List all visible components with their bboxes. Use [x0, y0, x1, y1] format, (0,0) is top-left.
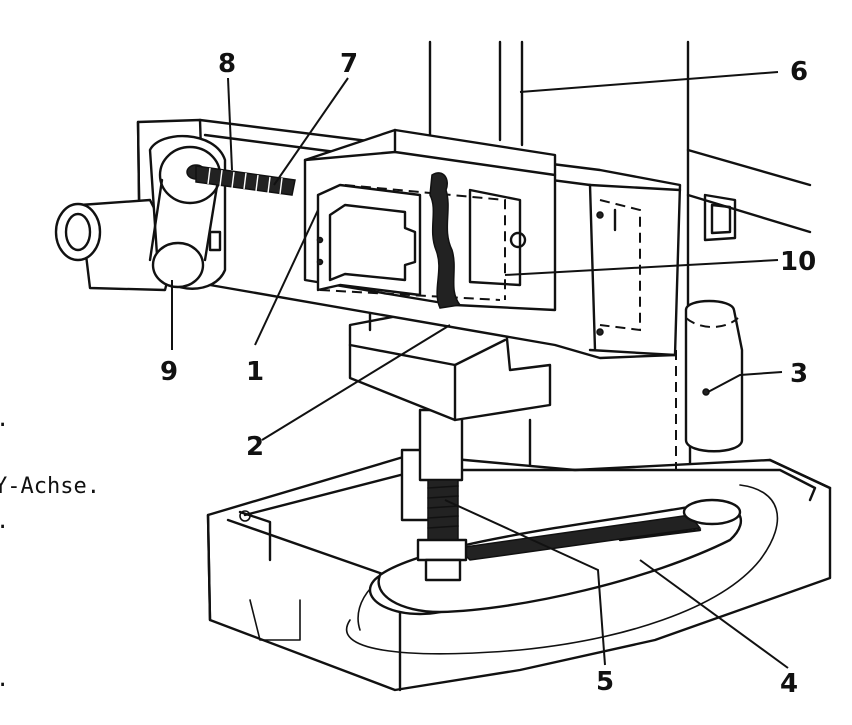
callout-6: 6 [790, 57, 808, 87]
column [428, 40, 812, 472]
leader-lines [171, 71, 789, 669]
carriage [303, 128, 557, 312]
callout-2: 2 [246, 432, 264, 462]
callout-5: 5 [596, 667, 614, 697]
callout-3: 3 [790, 359, 808, 389]
motor [675, 299, 744, 471]
callout-7: 7 [340, 49, 358, 79]
cutaway-section [429, 172, 462, 309]
callout-9: 9 [160, 357, 178, 387]
left-margin-text: . Y-Achse. . . [0, 407, 100, 692]
side-text-dot-1: . [0, 407, 9, 432]
side-text-dot-3: . [0, 667, 9, 692]
x-lead-screw [195, 165, 296, 252]
callout-1: 1 [246, 357, 264, 387]
side-text-y-achse: Y-Achse. [0, 474, 100, 499]
callout-10: 10 [780, 247, 816, 277]
drive-end [54, 134, 227, 292]
screw-threads [427, 485, 459, 529]
upper-pulley [682, 498, 742, 526]
callout-8: 8 [218, 49, 236, 79]
callout-labels: 8 7 6 10 3 9 1 2 5 4 [160, 49, 816, 699]
lead-screw [400, 408, 468, 582]
side-text-dot-2: . [0, 509, 9, 534]
callout-4: 4 [780, 669, 798, 699]
